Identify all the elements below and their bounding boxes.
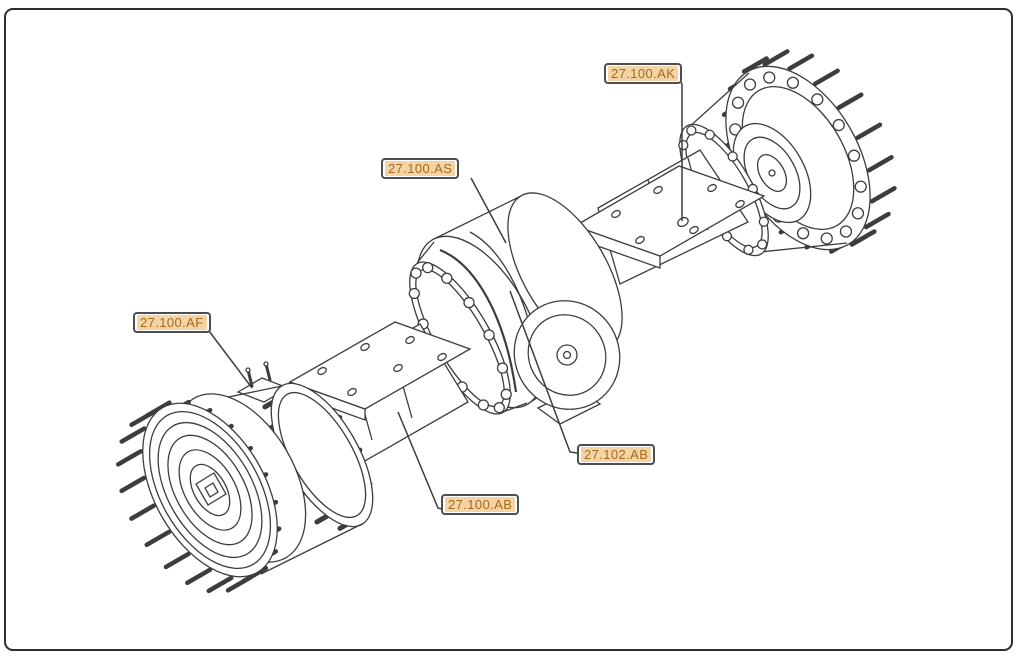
callout-code: 27.100.AF	[137, 315, 207, 330]
callout-leaders	[208, 74, 683, 510]
callout-code: 27.100.AS	[385, 161, 456, 176]
callout-code: 27.100.AK	[608, 66, 679, 81]
leader-27-100-AB	[397, 411, 443, 510]
callout-27-100-AS[interactable]: 27.100.AS	[381, 158, 460, 179]
right-joint-bolts	[678, 125, 769, 255]
leader-27-100-AF	[208, 330, 253, 389]
plug-hole-27-100-AK	[677, 216, 689, 228]
callout-27-100-AB[interactable]: 27.100.AB	[441, 494, 520, 515]
leader-27-100-AS	[470, 177, 507, 244]
left-joint-bolts	[408, 261, 512, 414]
callout-code: 27.100.AB	[445, 497, 516, 512]
callout-27-100-AK[interactable]: 27.100.AK	[604, 63, 683, 84]
left-joint-flange	[408, 241, 528, 415]
callout-27-102-AB[interactable]: 27.102.AB	[577, 444, 656, 465]
left-mounting-plate	[288, 321, 472, 421]
housing-cover	[513, 300, 621, 425]
left-wheel-hub	[116, 385, 363, 594]
callout-27-100-AF[interactable]: 27.100.AF	[133, 312, 211, 333]
callout-code: 27.102.AB	[581, 447, 652, 462]
leader-27-102-AB	[509, 290, 578, 454]
